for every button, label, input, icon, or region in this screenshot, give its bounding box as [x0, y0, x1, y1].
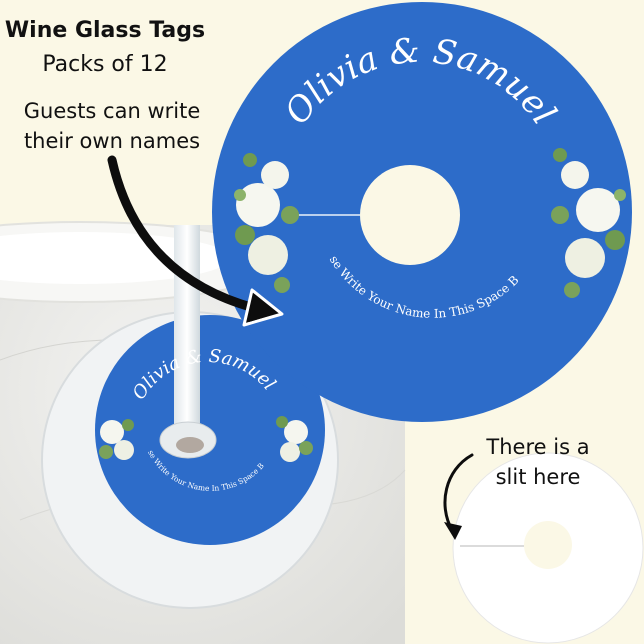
arrow-to-slit [443, 453, 474, 540]
large-tag-flowers-left [234, 153, 299, 293]
large-tag-hole [360, 165, 460, 265]
page-title: Wine Glass Tags [4, 18, 206, 43]
arrow-to-tag [107, 155, 284, 327]
large-tag-flowers-right [551, 148, 626, 298]
small-tag-flowers-right [276, 416, 313, 462]
callout-write-names: Guests can write their own names [23, 99, 201, 153]
small-tag-flowers-left [99, 419, 134, 460]
callout-slit: There is a slit here [486, 435, 590, 489]
glass-stem [174, 225, 200, 430]
blank-tag [452, 452, 644, 644]
blank-tag-hole [524, 521, 572, 569]
page-subtitle: Packs of 12 [42, 52, 168, 77]
stem-shadow [176, 437, 204, 453]
